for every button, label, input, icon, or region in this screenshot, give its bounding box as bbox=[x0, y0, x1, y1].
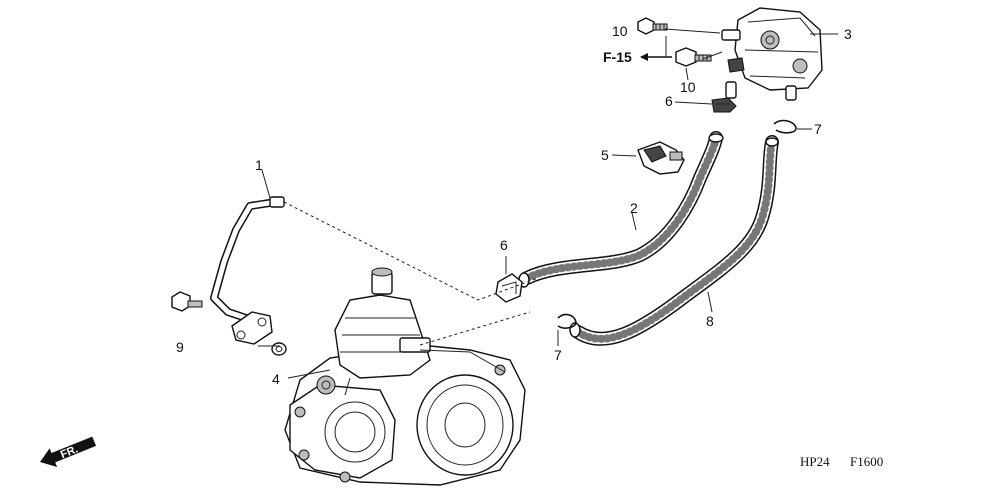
hose-2 bbox=[518, 131, 724, 288]
front-direction-arrow: FR. bbox=[40, 436, 97, 467]
hose-8 bbox=[569, 135, 779, 346]
callout-2: 2 bbox=[630, 200, 638, 216]
gasket-4 bbox=[271, 342, 287, 356]
hose-clamp-6-lower bbox=[495, 273, 523, 303]
callout-7-upper: 7 bbox=[814, 121, 822, 137]
hose-clamp-6-upper bbox=[711, 97, 737, 113]
page-code-left: HP24 bbox=[800, 454, 830, 469]
flange-bolt-9 bbox=[171, 291, 203, 312]
callout-5: 5 bbox=[601, 147, 609, 163]
air-injection-pipe bbox=[210, 196, 285, 345]
callout-6-upper: 6 bbox=[665, 93, 673, 109]
reference-arrowhead bbox=[640, 53, 648, 61]
callout-10-upper: 10 bbox=[612, 23, 628, 39]
page-code-right: F1600 bbox=[850, 454, 883, 469]
bolt-10-upper bbox=[637, 17, 668, 35]
hose-clip-7-upper bbox=[773, 119, 797, 134]
hose-clip-7-lower bbox=[557, 313, 577, 329]
hose-bracket-5 bbox=[637, 141, 685, 175]
callout-4: 4 bbox=[272, 371, 280, 387]
callout-6-lower: 6 bbox=[500, 237, 508, 253]
callout-10-lower: 10 bbox=[680, 79, 696, 95]
air-supply-valve-3 bbox=[721, 7, 823, 101]
callout-3: 3 bbox=[844, 26, 852, 42]
leader-lines bbox=[258, 28, 838, 379]
engine-assembly bbox=[284, 267, 526, 486]
callout-9: 9 bbox=[176, 339, 184, 355]
callout-1: 1 bbox=[255, 157, 263, 173]
bolt-10-lower bbox=[675, 47, 712, 67]
callout-8: 8 bbox=[706, 313, 714, 329]
reference-label: F-15 bbox=[603, 49, 632, 65]
callout-7-lower: 7 bbox=[554, 347, 562, 363]
